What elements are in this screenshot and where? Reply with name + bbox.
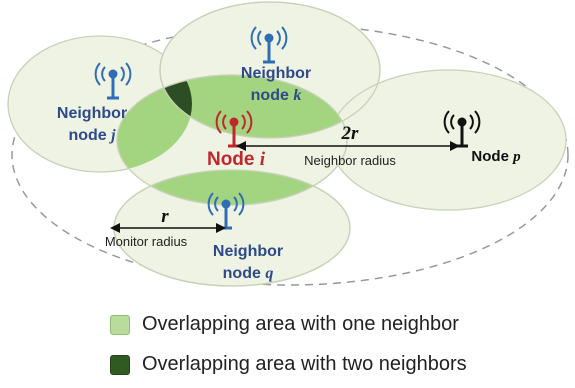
- circle-node-p: [329, 69, 567, 211]
- neighbor-j-label-2: node j: [68, 127, 116, 144]
- legend-swatch-two-neighbors: [110, 354, 130, 375]
- neighbor-j-label: Neighbor: [57, 105, 127, 122]
- neighbor-k-label-2: node k: [251, 87, 302, 104]
- neighbor-q-label: Neighbor: [213, 243, 283, 260]
- legend-swatch-one-neighbor: [110, 314, 130, 335]
- antenna-icon-neighbor-j: [94, 62, 132, 100]
- antenna-icon-neighbor-k: [250, 26, 288, 64]
- node-i-label: Node i: [207, 149, 266, 170]
- neighbor-k-label: Neighbor: [241, 65, 311, 82]
- r-label: r: [161, 206, 169, 227]
- legend-label-one-neighbor: Overlapping area with one neighbor: [142, 313, 459, 335]
- neighbor-radius-arrow: [236, 141, 460, 151]
- antenna-icon-node-p: [443, 110, 481, 148]
- legend-label-two-neighbors: Overlapping area with two neighbors: [142, 353, 467, 375]
- network-diagram: Neighbor node j Neighbor node k Node i N…: [7, 1, 569, 287]
- neighbor-q-label-2: node q: [223, 265, 274, 282]
- legend-item-one-neighbor: Overlapping area with one neighbor: [110, 313, 459, 336]
- neighbor-radius-label: Neighbor radius: [304, 153, 396, 168]
- monitor-radius-label: Monitor radius: [105, 234, 188, 249]
- monitor-radius-arrow: [110, 223, 226, 233]
- two-r-label: 2r: [341, 123, 360, 144]
- legend-item-two-neighbors: Overlapping area with two neighbors: [110, 353, 467, 376]
- node-p-label: Node p: [471, 148, 521, 165]
- monitor-boundary: [11, 24, 569, 286]
